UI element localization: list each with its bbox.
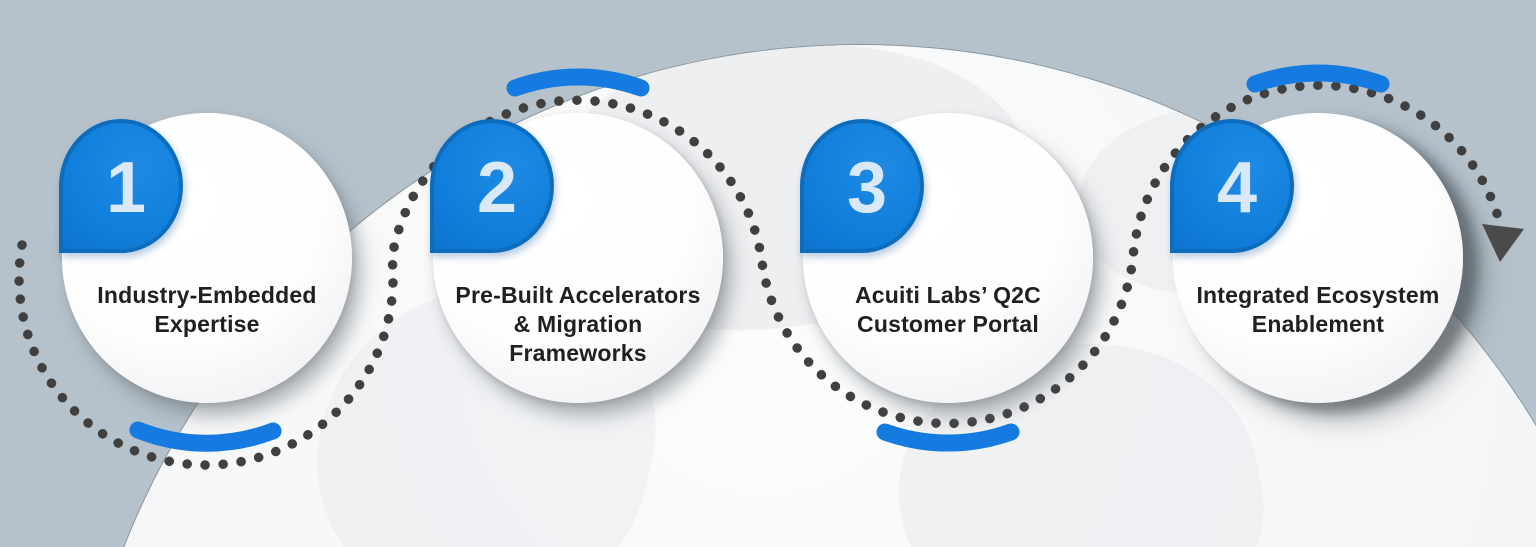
step-2-title: Pre-Built Accelerators & Migration Frame… [445,281,712,367]
step-1-number: 1 [105,148,147,228]
title-line: Frameworks [509,339,647,366]
title-line: Pre-Built Accelerators [455,282,701,309]
step-4-title: Integrated Ecosystem Enablement [1185,281,1452,339]
progress-arc-step-2 [506,68,650,97]
step-4-number: 4 [1216,148,1258,228]
progress-arc-step-1 [129,421,282,452]
progress-arc-step-4 [1246,64,1390,93]
step-1-circle: 1 Industry-Embedded Expertise [59,113,352,403]
step-3-circle: 3 Acuiti Labs’ Q2C Customer Portal [800,113,1093,403]
step-1-title: Industry-Embedded Expertise [74,281,341,339]
step-4-number-badge: 4 [1170,119,1294,253]
title-line: Expertise [154,310,260,337]
step-1-number-badge: 1 [59,119,183,253]
step-2-number: 2 [476,148,518,228]
step-4-circle: 4 Integrated Ecosystem Enablement [1170,113,1463,403]
title-line: & Migration [513,310,643,337]
title-line: Industry-Embedded [97,282,317,309]
step-2-circle: 2 Pre-Built Accelerators & Migration Fra… [430,113,723,403]
title-line: Enablement [1251,310,1385,337]
step-3-title: Acuiti Labs’ Q2C Customer Portal [815,281,1082,339]
step-2-number-badge: 2 [430,119,554,253]
step-3-number-badge: 3 [800,119,924,253]
title-line: Acuiti Labs’ Q2C [855,282,1041,309]
down-arrow-icon [1482,224,1524,262]
progress-arc-step-3 [876,423,1020,452]
title-line: Customer Portal [857,310,1039,337]
step-3-number: 3 [846,148,888,228]
title-line: Integrated Ecosystem [1196,282,1440,309]
